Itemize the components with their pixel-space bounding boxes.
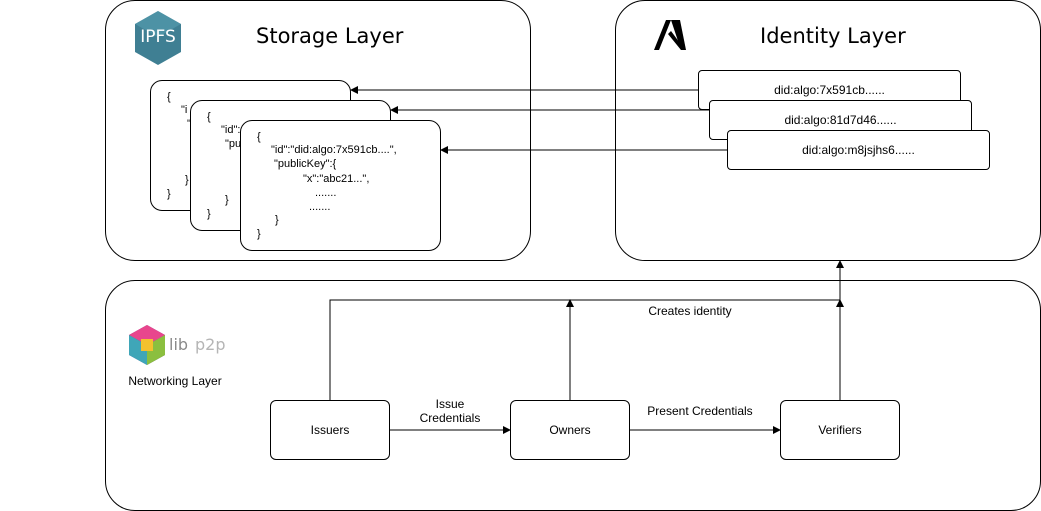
- ipfs-logo: IPFS: [133, 10, 183, 66]
- json-x-line: "x":"abc21...",: [303, 173, 370, 185]
- json-fragment: "pu: [225, 138, 242, 150]
- json-brace-open: {: [207, 111, 211, 123]
- did-entry: did:algo:m8jsjhs6......: [727, 130, 990, 170]
- json-brace-inner: }: [225, 194, 229, 206]
- json-ellipsis: .......: [315, 187, 337, 199]
- did-document-card-front: { "id":"did:algo:7x591cb....", "publicKe…: [240, 120, 441, 251]
- json-brace-open: {: [257, 131, 261, 143]
- json-brace-inner: }: [275, 214, 279, 226]
- creates-identity-label: Creates identity: [648, 304, 732, 318]
- json-id-line: "id":"did:algo:7x591cb....",: [271, 144, 397, 156]
- libp2p-logo: lib p2p: [127, 323, 227, 367]
- json-publickey-line: "publicKey":{: [274, 158, 337, 170]
- storage-layer-title: Storage Layer: [256, 24, 404, 48]
- issuers-creates-identity-path: [329, 299, 840, 400]
- issue-credentials-label-line2: Credentials: [419, 411, 481, 425]
- libp2p-cube-icon: [129, 325, 165, 365]
- identity-layer-title: Identity Layer: [760, 24, 906, 48]
- algorand-logo-icon: [654, 20, 686, 50]
- json-brace-open: {: [167, 91, 171, 103]
- json-fragment: "i: [181, 104, 188, 116]
- ipfs-logo-text: IPFS: [140, 27, 176, 47]
- networking-layer-caption: Networking Layer: [128, 374, 222, 388]
- present-credentials-label: Present Credentials: [647, 404, 753, 418]
- json-ellipsis: .......: [309, 201, 331, 213]
- json-brace-inner: }: [185, 174, 189, 186]
- json-brace-close: }: [167, 188, 171, 200]
- verifiers-node: Verifiers: [780, 400, 900, 460]
- json-fragment: ": [187, 118, 191, 130]
- issuers-node: Issuers: [270, 400, 390, 460]
- issue-credentials-label-line1: Issue: [435, 397, 465, 411]
- networking-layer: [105, 280, 1041, 511]
- owners-node: Owners: [510, 400, 630, 460]
- json-fragment: "id":: [221, 124, 241, 136]
- libp2p-logo-text-lib: lib: [169, 335, 189, 354]
- json-brace-close: }: [207, 208, 211, 220]
- ipfs-hexagon-icon: [135, 11, 181, 65]
- libp2p-logo-text-p2p: p2p: [195, 335, 226, 354]
- json-brace-close: }: [257, 228, 261, 240]
